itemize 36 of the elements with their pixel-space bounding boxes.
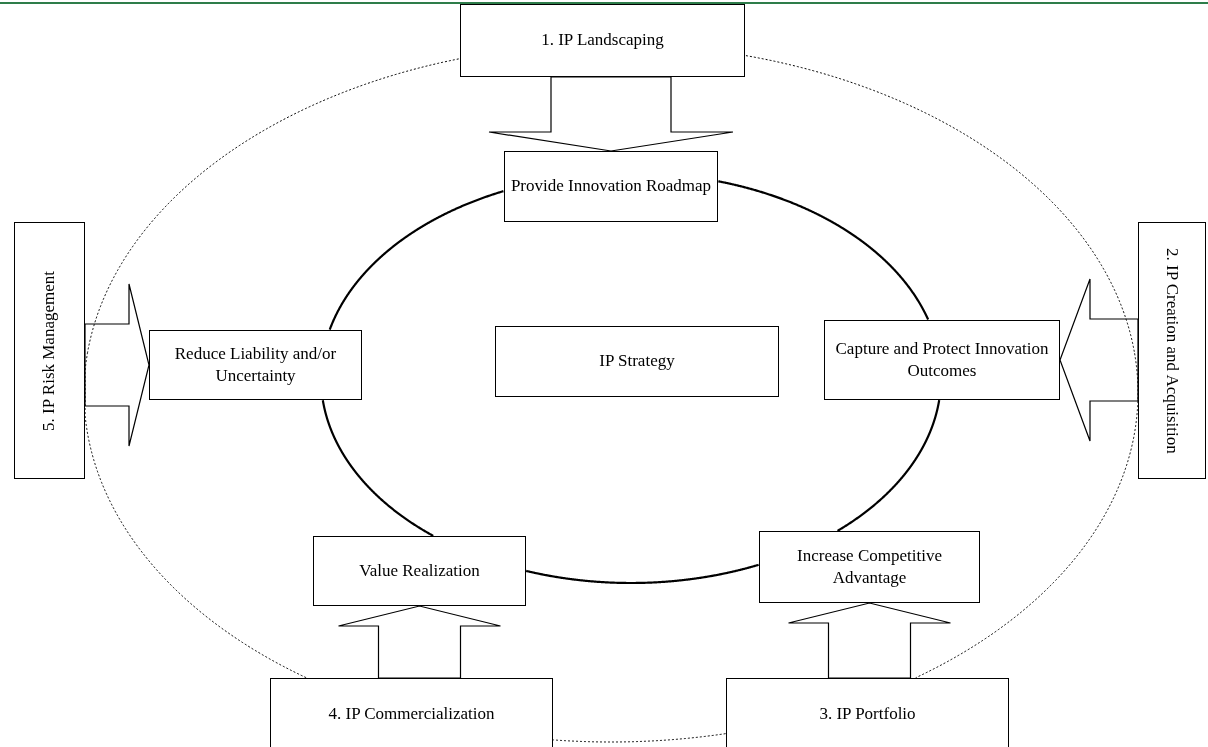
dotted-connector	[84, 352, 307, 679]
dotted-connector	[745, 55, 1136, 354]
box-label: Provide Innovation Roadmap	[510, 175, 712, 198]
box-label: IP Strategy	[599, 350, 675, 373]
stage-box	[270, 678, 553, 747]
stage-box	[726, 678, 1009, 747]
box-label: Reduce Liability and/or Uncertainty	[173, 342, 338, 387]
stage-box	[14, 222, 85, 479]
box-label: 5. IP Risk Management	[38, 270, 60, 431]
block-arrow	[488, 76, 734, 152]
block-arrow	[337, 605, 502, 679]
dotted-connector	[86, 58, 460, 354]
cycle-connector	[328, 190, 504, 331]
dotted-connector	[915, 352, 1139, 679]
outcome-box	[759, 531, 980, 603]
stage-box	[460, 4, 745, 77]
strategy-box	[495, 326, 779, 397]
box-label: Increase Competitive Advantage	[796, 544, 943, 589]
box-label: 3. IP Portfolio	[819, 702, 916, 725]
box-label: 2. IP Creation and Acquisition	[1162, 247, 1184, 454]
box-label: 4. IP Commercialization	[328, 702, 495, 725]
block-arrow	[1059, 278, 1139, 442]
outcome-box	[504, 151, 718, 222]
stage-box	[1138, 222, 1206, 479]
cycle-connector	[321, 399, 434, 537]
block-arrow	[787, 602, 952, 679]
cycle-connector	[525, 563, 760, 585]
block-arrow	[84, 283, 150, 447]
box-label: Value Realization	[359, 559, 480, 582]
box-label: Capture and Protect Innovation Outcomes	[834, 337, 1050, 382]
cycle-connector	[836, 399, 941, 532]
outcome-box	[149, 330, 362, 400]
outcome-box	[313, 536, 526, 606]
cycle-connector	[718, 180, 930, 321]
box-label: 1. IP Landscaping	[541, 29, 664, 52]
outcome-box	[824, 320, 1060, 400]
